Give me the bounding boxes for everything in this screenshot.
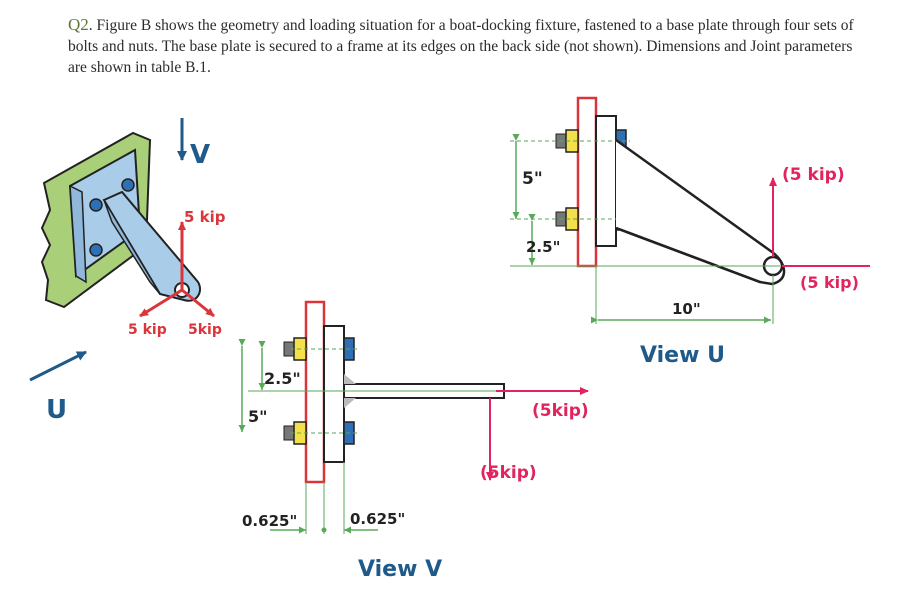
question-body: . Figure B shows the geometry and loadin… [68, 17, 854, 76]
v-direction-label: V [190, 140, 210, 170]
view-v-load-h-label: (5kip) [532, 401, 589, 421]
view-u-frame-plate [576, 96, 598, 268]
view-v-title: View V [358, 557, 442, 582]
view-v-load-v-label: (5kip) [480, 463, 537, 483]
iso-bracket-arm [102, 190, 202, 302]
question-text: Q2. Figure B shows the geometry and load… [68, 14, 858, 78]
view-v-bolt-bottom [283, 421, 360, 445]
iso-load-left-arrow [139, 288, 183, 318]
iso-load-up-label: 5 kip [184, 208, 226, 226]
iso-load-left-label: 5 kip [128, 322, 167, 338]
isometric-view: 5 kip 5 kip 5kip V U [29, 118, 226, 425]
view-u-dim-2-5: 2.5" [526, 238, 560, 256]
iso-bolt-1 [89, 198, 103, 212]
view-u-title: View U [640, 343, 725, 368]
u-direction-arrow [29, 350, 87, 382]
iso-load-right-label: 5kip [188, 322, 222, 338]
view-u-dim-5: 5" [522, 169, 543, 189]
view-v-dim-2-5: 2.5" [264, 369, 301, 388]
iso-bolt-2 [121, 178, 135, 192]
view-v-bolt-top [283, 337, 360, 361]
iso-load-right-arrow [181, 288, 215, 318]
question-number: Q2 [68, 15, 89, 34]
view-v: 2.5" 5" 0.625" 0.625" (5kip) (5kip) View… [238, 300, 589, 582]
view-v-frame-plate [304, 300, 326, 484]
view-u-dim-10: 10" [672, 300, 701, 318]
view-u: 5" 2.5" 10" (5 kip) (5 kip) View U [510, 96, 870, 368]
u-direction-label: U [46, 395, 67, 425]
view-v-dim-0625-right: 0.625" [350, 510, 405, 528]
view-u-load-h-label: (5 kip) [800, 273, 859, 292]
view-v-bracket-plate [323, 325, 345, 463]
view-v-dim-5: 5" [248, 407, 267, 426]
iso-bolt-3 [89, 243, 103, 257]
view-u-bracket-arm [615, 138, 786, 286]
view-u-bracket-plate [595, 115, 617, 247]
view-v-dim-0625-left: 0.625" [242, 512, 297, 530]
view-u-load-v-label: (5 kip) [782, 165, 845, 185]
